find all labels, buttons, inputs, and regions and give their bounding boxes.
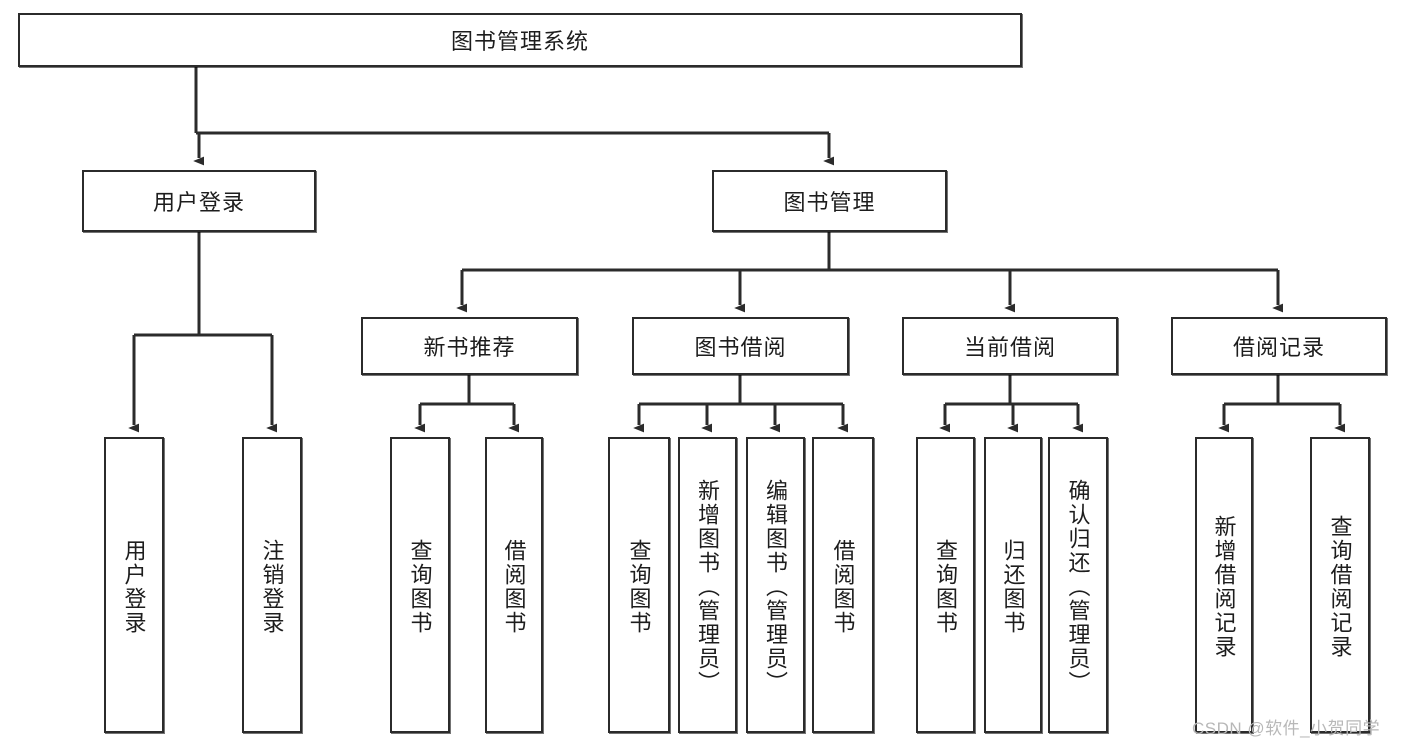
node-label: 借阅图书: [501, 539, 527, 635]
node-label: 查询借阅记录: [1327, 515, 1353, 659]
node-leaf-8[interactable]: 查询图书: [916, 437, 975, 733]
node-label: 编辑图书（管理员）: [763, 479, 789, 695]
node-leaf-5[interactable]: 新增图书（管理员）: [678, 437, 737, 733]
node-label: 查询图书: [626, 539, 652, 635]
node-label: 图书借阅: [694, 335, 787, 360]
node-l1-0[interactable]: 用户登录: [82, 170, 316, 232]
node-leaf-12[interactable]: 查询借阅记录: [1310, 437, 1370, 733]
node-leaf-10[interactable]: 确认归还（管理员）: [1048, 437, 1108, 733]
node-leaf-7[interactable]: 借阅图书: [812, 437, 874, 733]
node-leaf-2[interactable]: 查询图书: [390, 437, 450, 733]
node-leaf-0[interactable]: 用户登录: [104, 437, 164, 733]
node-leaf-9[interactable]: 归还图书: [984, 437, 1042, 733]
node-label: 归还图书: [1000, 539, 1026, 635]
node-label: 用户登录: [121, 539, 147, 635]
node-leaf-1[interactable]: 注销登录: [242, 437, 302, 733]
node-label: 新增借阅记录: [1211, 515, 1237, 659]
node-leaf-3[interactable]: 借阅图书: [485, 437, 543, 733]
node-label: 查询图书: [933, 539, 959, 635]
node-label: 当前借阅: [963, 335, 1056, 360]
node-label: 确认归还（管理员）: [1065, 479, 1091, 695]
node-label: 注销登录: [259, 539, 285, 635]
node-leaf-11[interactable]: 新增借阅记录: [1195, 437, 1253, 733]
node-label: 查询图书: [407, 539, 433, 635]
node-leaf-4[interactable]: 查询图书: [608, 437, 670, 733]
node-leaf-6[interactable]: 编辑图书（管理员）: [746, 437, 805, 733]
node-label: 新增图书（管理员）: [695, 479, 721, 695]
node-label: 图书管理系统: [450, 29, 589, 54]
node-l2-2[interactable]: 当前借阅: [902, 317, 1118, 375]
node-l2-3[interactable]: 借阅记录: [1171, 317, 1387, 375]
node-label: 借阅记录: [1232, 335, 1325, 360]
node-l2-0[interactable]: 新书推荐: [361, 317, 578, 375]
node-root[interactable]: 图书管理系统: [18, 13, 1022, 67]
node-l1-1[interactable]: 图书管理: [712, 170, 947, 232]
node-label: 图书管理: [783, 190, 876, 215]
node-label: 新书推荐: [423, 335, 516, 360]
node-label: 借阅图书: [830, 539, 856, 635]
node-l2-1[interactable]: 图书借阅: [632, 317, 849, 375]
node-label: 用户登录: [152, 190, 245, 215]
